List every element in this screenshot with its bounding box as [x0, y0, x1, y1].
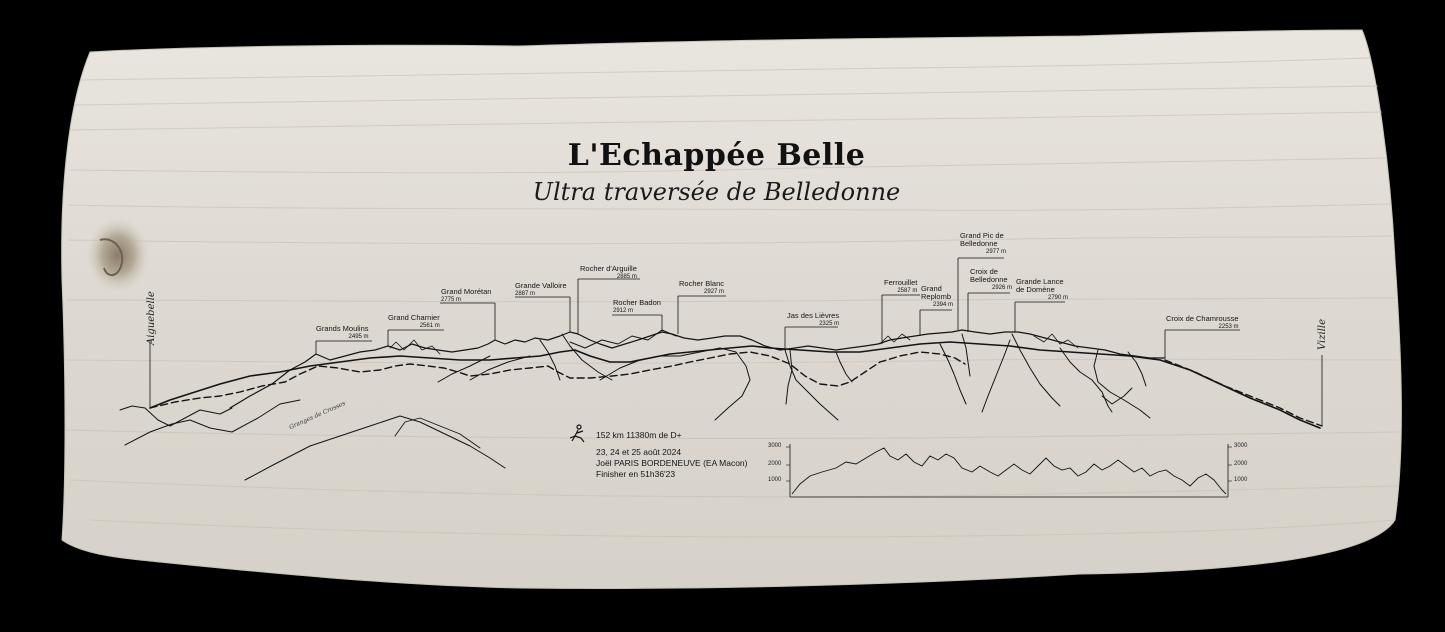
peak-name: Grand Replomb [921, 284, 952, 301]
peak-elevation: 2587 m [897, 288, 918, 294]
trail-solid [149, 341, 1321, 429]
peak-name: Ferrouillet [884, 278, 918, 287]
peak-elevation: 2912 m [613, 308, 634, 314]
distance-elevation-text: 152 km 11380m de D+ [596, 430, 682, 440]
peak-elevation: 2926 m [991, 285, 1012, 291]
elevation-profile [786, 444, 1232, 498]
peak-name: Croix de Chamrousse [1166, 314, 1239, 323]
peak-elevation: 2394 m [932, 302, 953, 308]
peak-name: Grande Lance de Domène [1016, 277, 1064, 294]
profile-axis-right-tick: 3000 [1234, 443, 1248, 449]
wood-knot [86, 217, 150, 293]
runner-icon [569, 424, 585, 443]
peak-leader-lines [149, 257, 1323, 426]
wood-board [61, 29, 1402, 589]
start-label: Aiguebelle [146, 291, 157, 345]
mountain-range-drawing [119, 329, 1323, 481]
ridge-line [229, 329, 1166, 409]
peak-elevation: 2561 m [419, 323, 440, 329]
peak-elevation: 2495 m [348, 334, 369, 340]
peak-elevation: 2977 m [985, 249, 1006, 255]
profile-axis-left-tick: 2000 [768, 461, 782, 467]
peak-name: Grand Morétan [441, 287, 492, 296]
peak-elevation: 2885 m [616, 274, 637, 280]
peak-name: Rocher Badon [613, 298, 661, 307]
peak-elevation: 2253 m [1218, 324, 1239, 330]
trail-dashed [149, 351, 966, 409]
finish-label: Vizille [1317, 318, 1328, 350]
race-stats: 152 km 11380m de D+ 23, 24 et 25 août 20… [596, 430, 747, 480]
peak-name: Grands Moulins [316, 324, 369, 333]
finish-time-text: Finisher en 51h36'23 [596, 469, 676, 479]
trail-dashed-end [1164, 359, 1323, 427]
profile-axis-left-tick: 3000 [768, 443, 782, 449]
profile-axis-right-tick: 1000 [1234, 477, 1248, 483]
peak-elevation: 2927 m [704, 289, 725, 295]
peak-elevation: 2790 m [1047, 295, 1068, 301]
peak-elevation: 2887 m [515, 291, 536, 297]
runner-name-text: Joël PARIS BORDENEUVE (EA Macon) [596, 458, 748, 468]
race-dates-text: 23, 24 et 25 août 2024 [596, 447, 682, 457]
peak-name: Jas des Lièvres [787, 311, 840, 320]
plaque-subtitle: Ultra traversée de Belledonne [532, 178, 901, 206]
plaque-title: L'Echappée Belle [567, 138, 866, 173]
peak-name: Rocher Blanc [679, 279, 725, 288]
peak-name: Croix de Belledonne [970, 267, 1008, 284]
profile-axis-left-tick: 1000 [768, 477, 782, 483]
peak-name: Grande Valloire [515, 281, 567, 290]
peak-elevation: 2325 m [819, 321, 840, 327]
peak-name: Rocher d'Arguille [580, 264, 637, 273]
peak-name: Grand Pic de Belledonne [960, 231, 1004, 248]
profile-axis-right-tick: 2000 [1234, 461, 1248, 467]
profile-line [791, 447, 1227, 495]
peak-name: Grand Charnier [388, 313, 440, 322]
peak-elevation: 2775 m [441, 297, 462, 303]
